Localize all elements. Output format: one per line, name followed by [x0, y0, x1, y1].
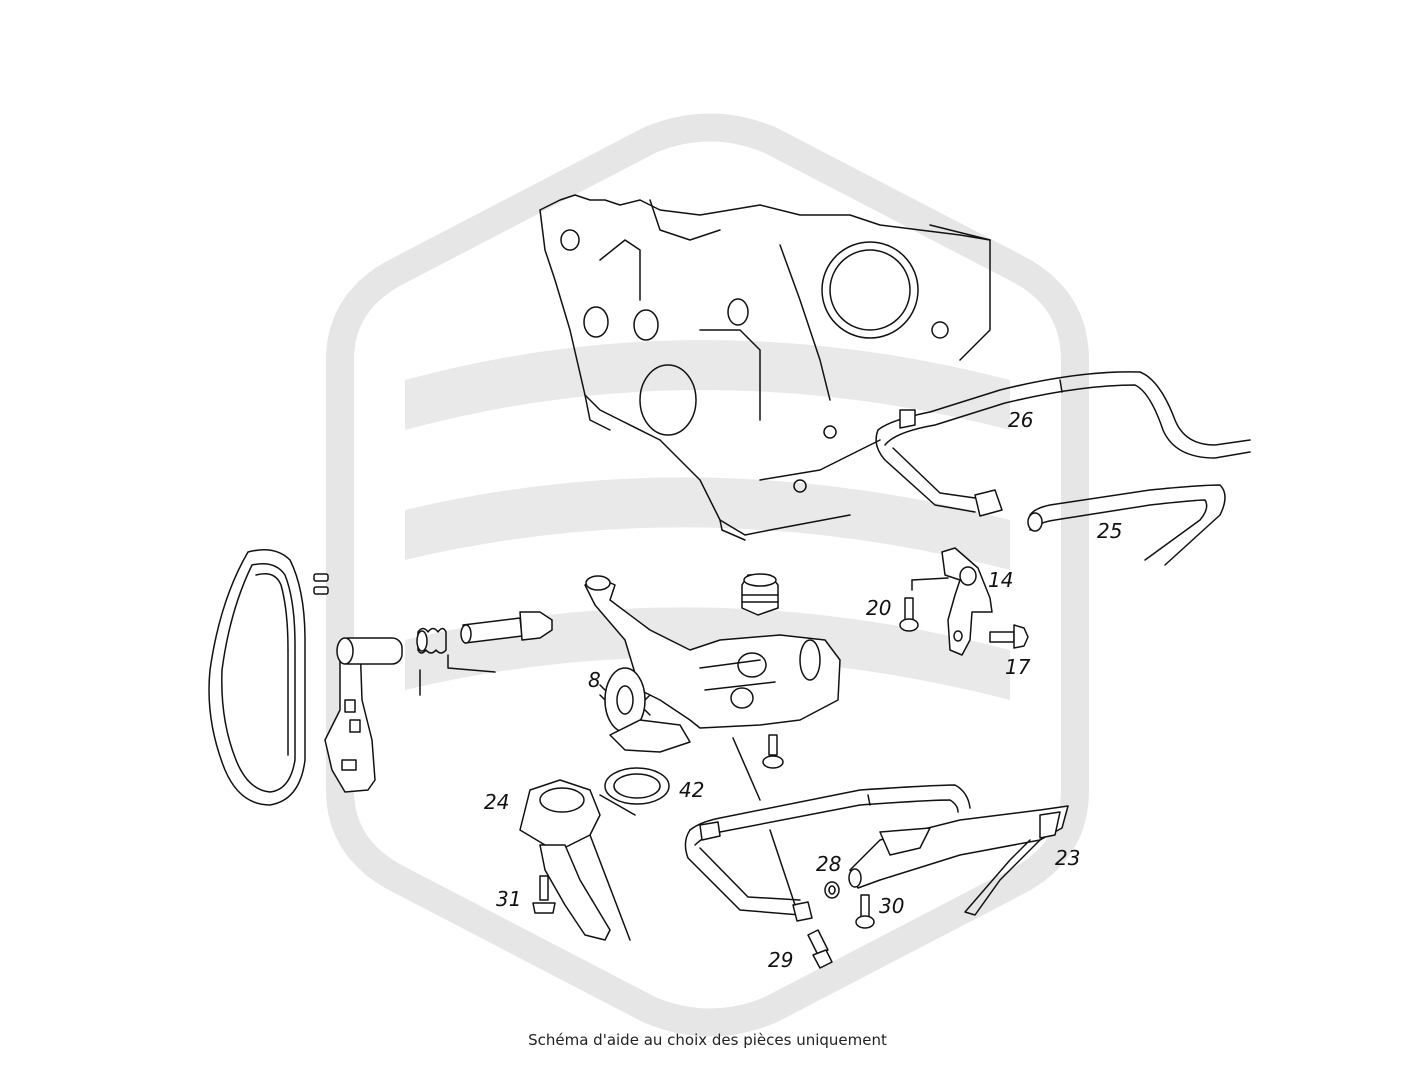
part-23-oil-pipe [684, 784, 1069, 922]
part-29-bolt [807, 929, 833, 969]
label-17: 17 [1005, 655, 1031, 679]
label-29: 29 [768, 948, 793, 972]
part-labels: 26 25 14 20 17 8 42 24 31 28 30 29 23 [484, 408, 1122, 972]
part-14-bracket [911, 547, 993, 656]
part-17-bolt [989, 624, 1029, 649]
part-31-bolt [532, 875, 556, 914]
pressure-relief-valve [741, 573, 779, 616]
chain-tensioner-rail [324, 641, 376, 793]
part-30-bolt [855, 894, 875, 929]
part-24-oil-strainer [519, 779, 631, 941]
label-8: 8 [588, 668, 601, 692]
label-26: 26 [1008, 408, 1033, 432]
part-26-oil-pipe [875, 371, 1251, 517]
label-30: 30 [879, 894, 904, 918]
pump-bolt [732, 734, 784, 801]
tensioner-plunger [336, 611, 553, 696]
label-14: 14 [988, 568, 1013, 592]
label-31: 31 [496, 887, 521, 911]
part-28-washer [824, 881, 840, 899]
part-42-seal [599, 767, 670, 816]
diagram-caption: Schéma d'aide au choix des pièces unique… [528, 1031, 887, 1049]
label-20: 20 [866, 596, 891, 620]
part-8-oil-pump [584, 575, 841, 753]
label-28: 28 [816, 852, 841, 876]
part-25-oil-pipe [1027, 484, 1226, 566]
label-24: 24 [484, 790, 509, 814]
label-42: 42 [679, 778, 704, 802]
engine-block [539, 194, 991, 541]
part-20-bolt [899, 597, 919, 632]
timing-chain [208, 549, 329, 806]
label-25: 25 [1097, 519, 1122, 543]
label-23: 23 [1055, 846, 1080, 870]
